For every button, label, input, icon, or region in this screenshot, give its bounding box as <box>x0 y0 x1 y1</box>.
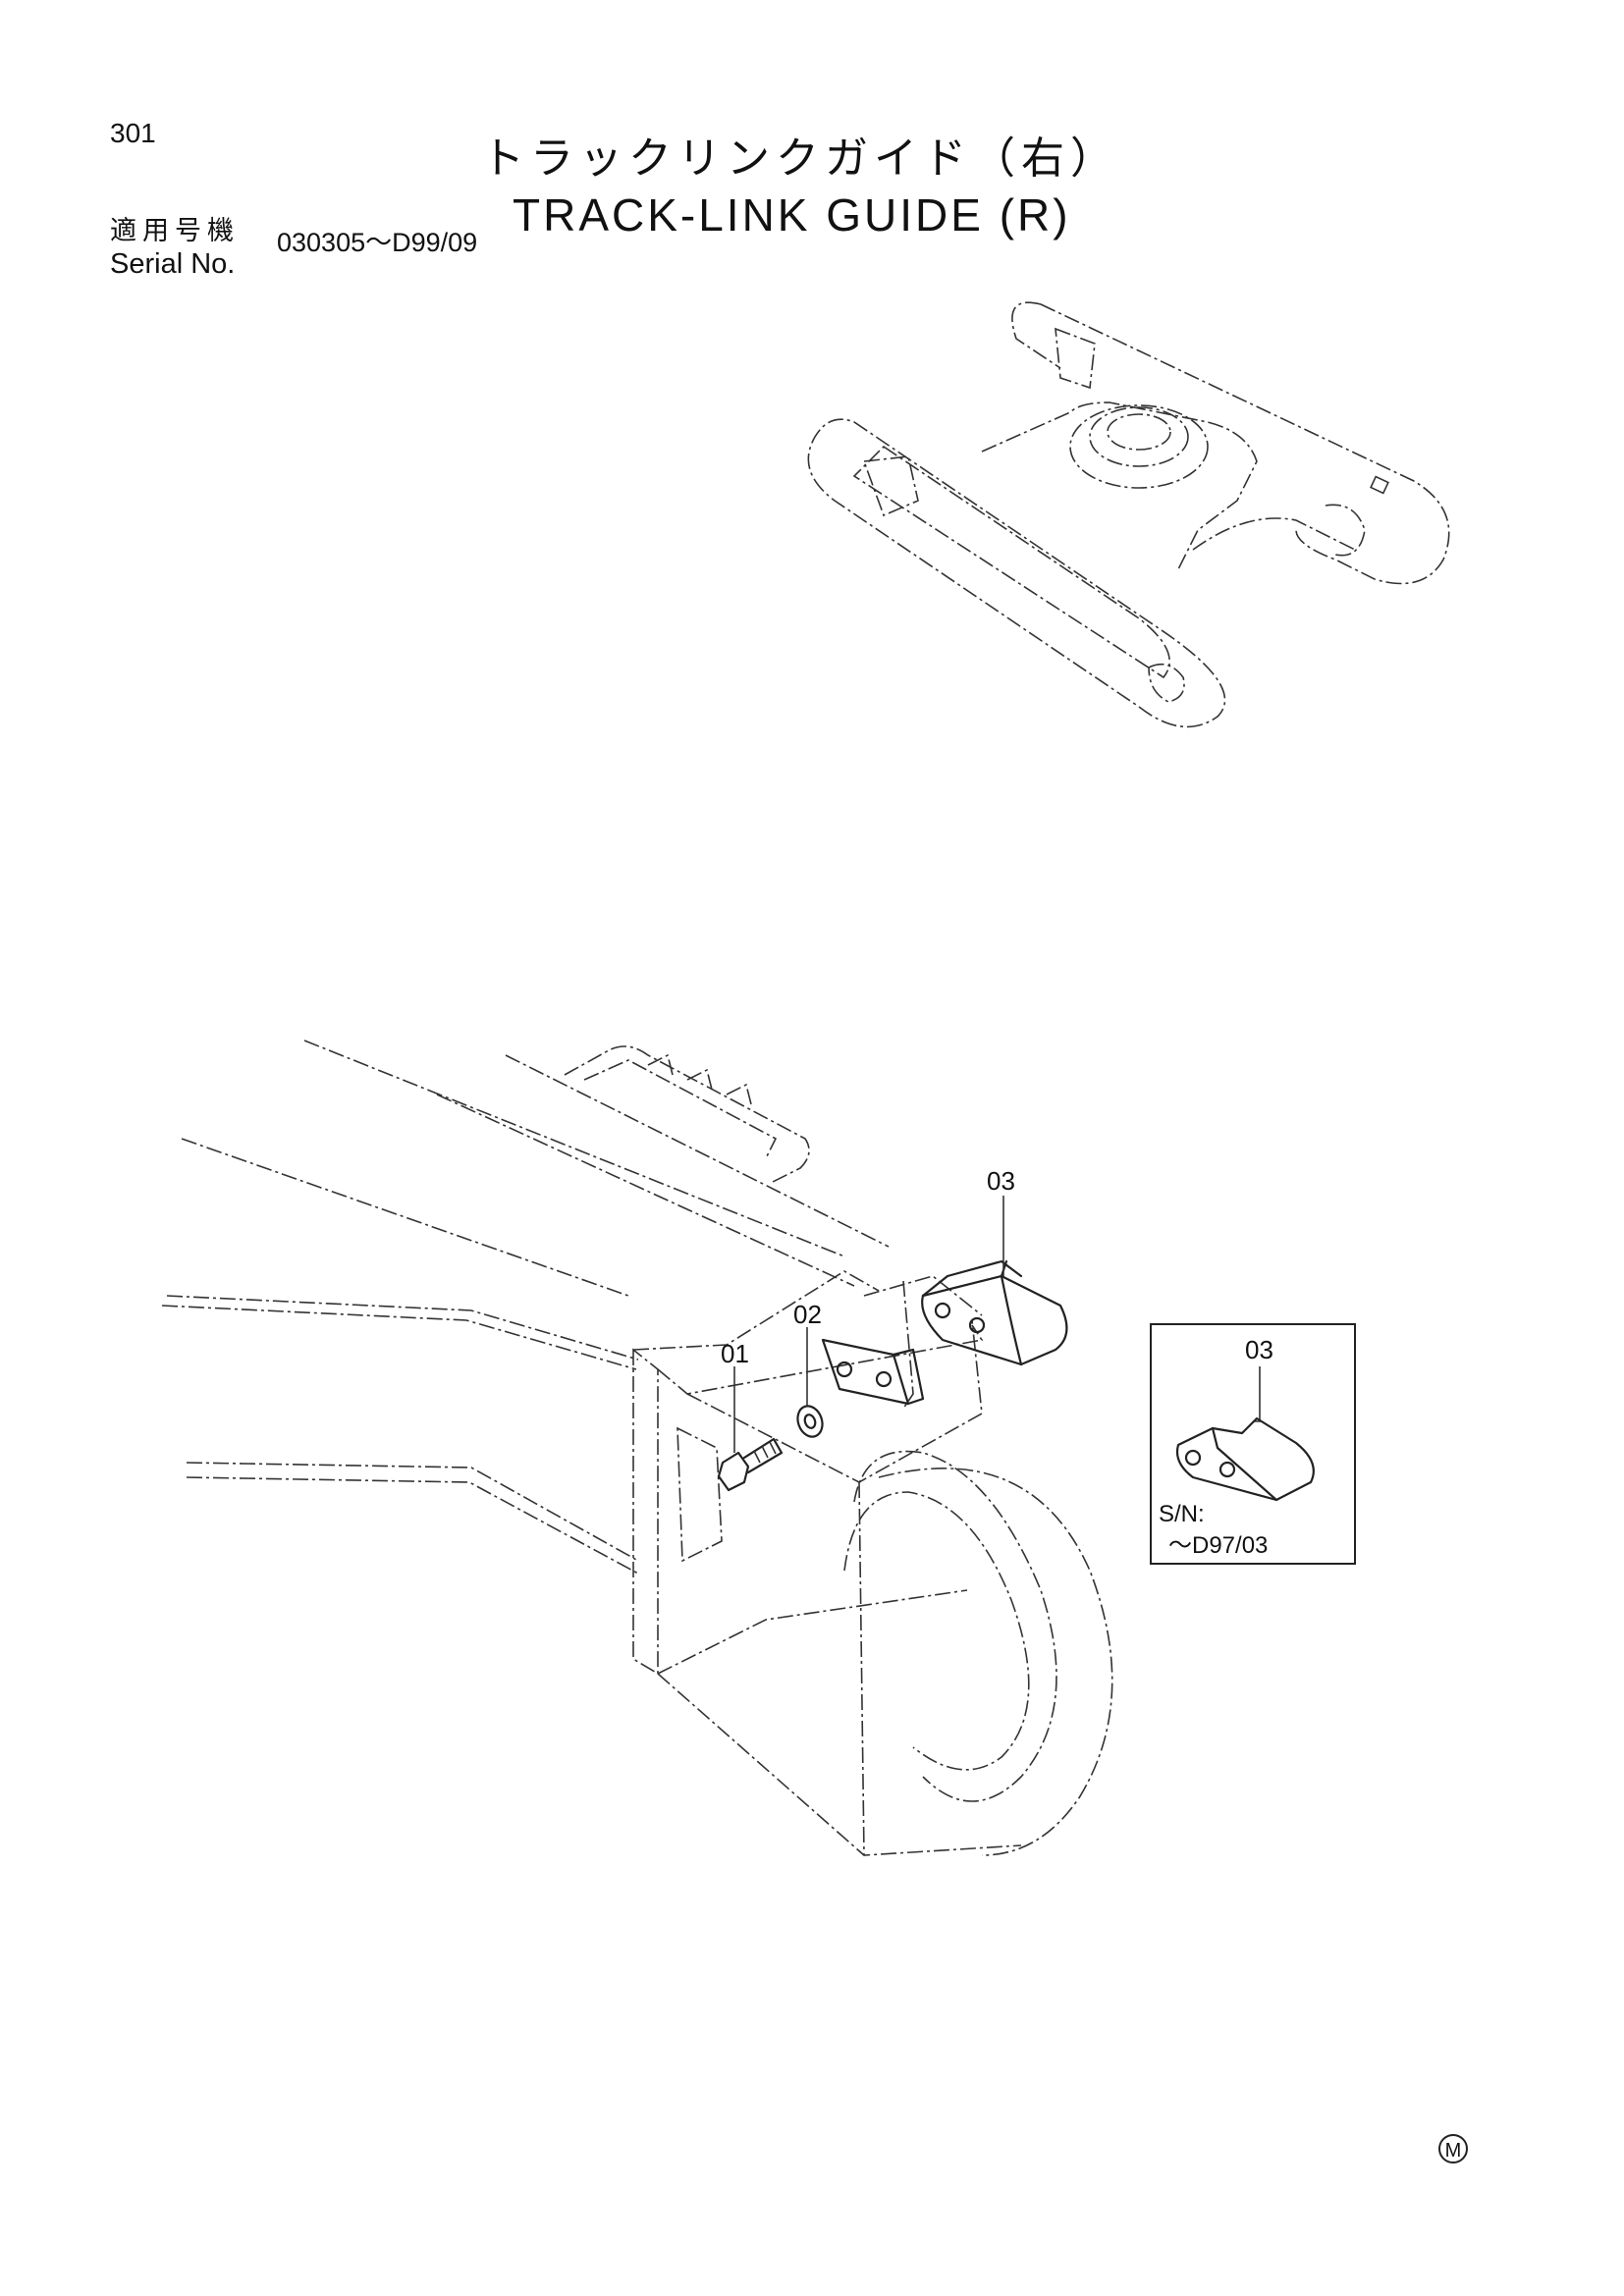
inset-serial-value: ～D97/03 <box>1168 1532 1268 1559</box>
inset-callout-03: 03 <box>1245 1335 1273 1364</box>
circled-m-mark: M <box>1438 2134 1468 2163</box>
part-03-guide-block <box>921 1259 1068 1366</box>
page-number: 301 <box>110 118 156 148</box>
track-frame-main-drawing <box>161 1040 1113 1856</box>
page-title-english: TRACK-LINK GUIDE (R) <box>513 189 1071 240</box>
serial-label-japanese: 適用号機 <box>110 216 240 246</box>
inset-box <box>1150 1323 1356 1565</box>
part-02-washer-and-plate <box>796 1338 925 1438</box>
part-01-bolt <box>717 1437 784 1492</box>
callout-03: 03 <box>987 1166 1015 1196</box>
inset-serial-label: S/N: <box>1159 1501 1205 1527</box>
serial-range: 030305～D99/09 <box>277 228 478 257</box>
serial-label-english: Serial No. <box>110 248 236 280</box>
page-title-japanese: トラックリンクガイド（右） <box>481 133 1119 184</box>
callout-leaders <box>733 1196 1004 1453</box>
undercarriage-overview-drawing <box>807 301 1450 728</box>
footer-mark: M <box>1445 2140 1462 2162</box>
callout-01: 01 <box>721 1339 749 1368</box>
callout-02: 02 <box>793 1300 822 1329</box>
